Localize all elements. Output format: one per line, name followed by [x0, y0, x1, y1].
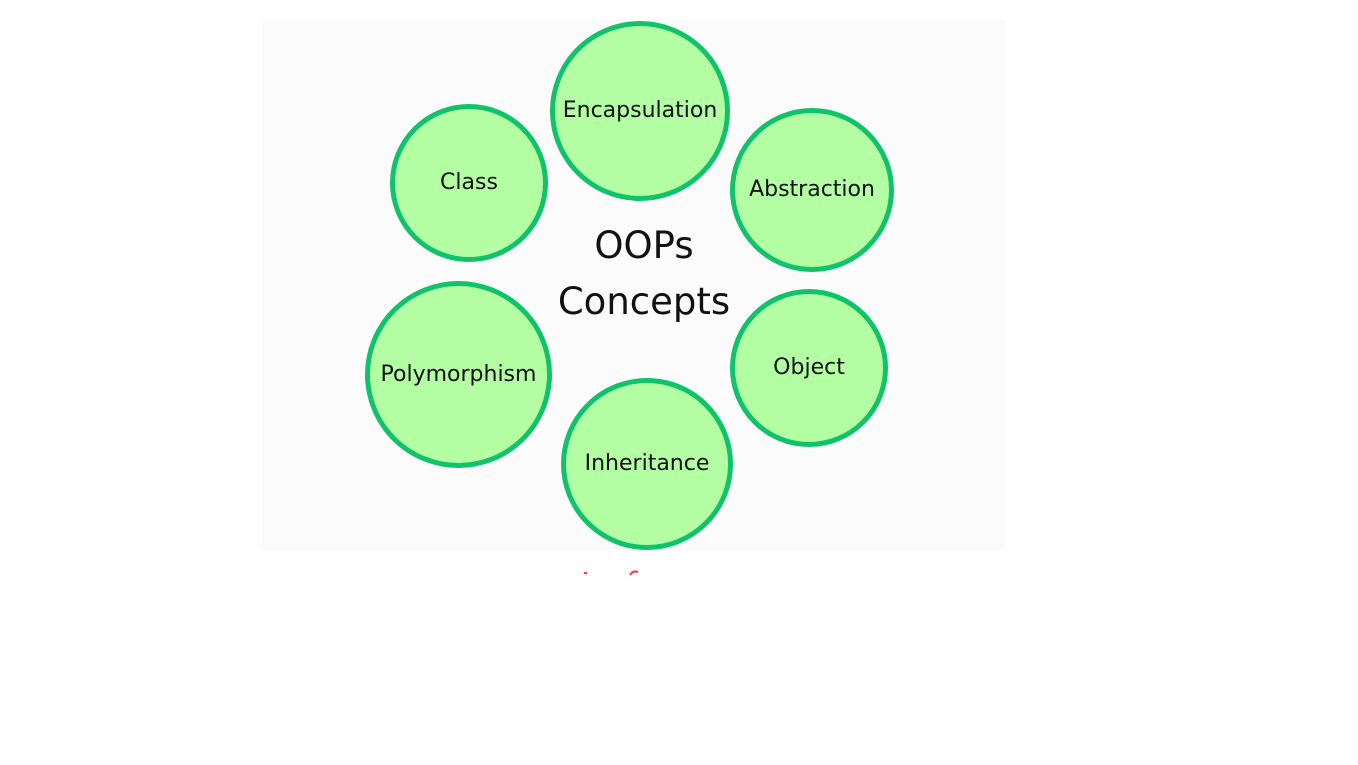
- concept-encapsulation: Encapsulation: [550, 21, 730, 201]
- concept-label: Inheritance: [584, 451, 710, 476]
- concept-label: Encapsulation: [562, 98, 718, 123]
- concept-label: Polymorphism: [380, 361, 537, 387]
- concept-class: Class: [390, 104, 548, 262]
- concept-label: Abstraction: [749, 177, 875, 202]
- center-title: OOPs Concepts: [544, 218, 744, 330]
- concept-label: Object: [773, 355, 845, 380]
- center-title-line-2: Concepts: [557, 280, 731, 323]
- center-title-line-1: OOPs: [594, 224, 694, 267]
- concept-polymorphism: Polymorphism: [365, 281, 552, 468]
- red-decoration-marks: [584, 570, 639, 576]
- concept-label: Class: [440, 170, 498, 195]
- concept-abstraction: Abstraction: [730, 108, 894, 272]
- red-mark-curve: [629, 570, 639, 576]
- concept-object: Object: [730, 289, 888, 447]
- red-mark-dot: [584, 572, 587, 574]
- concept-inheritance: Inheritance: [561, 378, 733, 550]
